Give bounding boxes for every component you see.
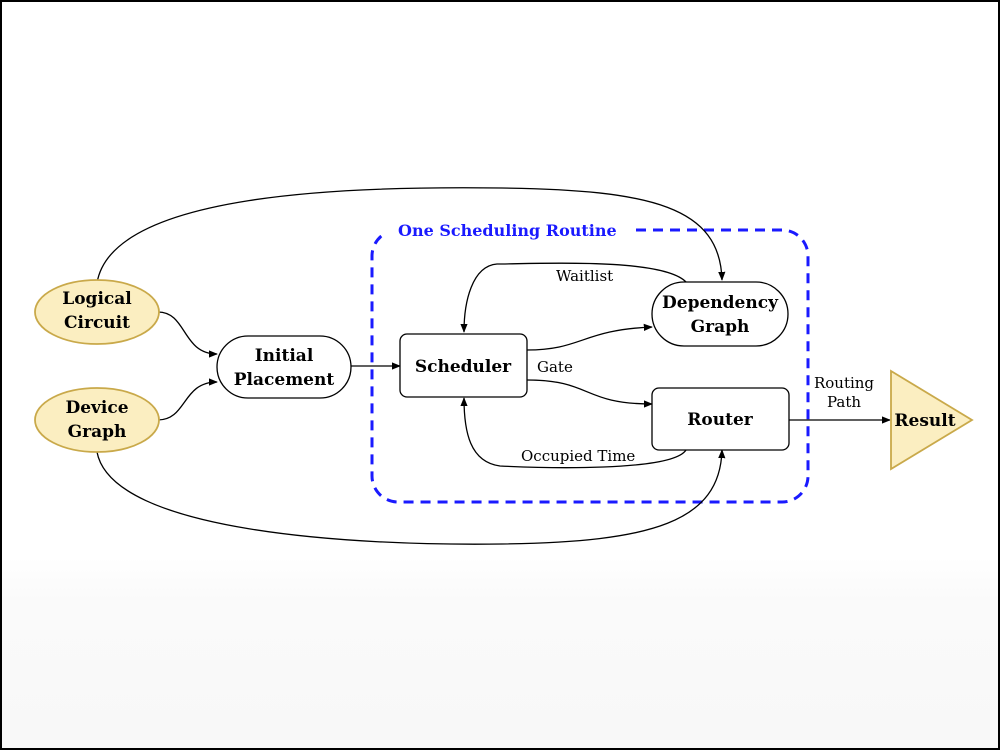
logical-circuit-line1: Logical [62, 289, 132, 309]
initial-placement-line2: Placement [234, 370, 335, 390]
edge-scheduler-to-dependency [526, 323, 653, 351]
node-logical-circuit [34, 279, 160, 345]
node-initial-placement [216, 335, 352, 399]
edge-occupied-time [460, 397, 687, 469]
device-graph-line2: Graph [68, 422, 127, 442]
node-scheduler [399, 333, 528, 398]
node-router [651, 387, 790, 451]
node-dependency-graph [651, 281, 789, 347]
router-label: Router [687, 410, 753, 430]
dependency-graph-line1: Dependency [662, 293, 779, 313]
node-device-graph [34, 387, 160, 453]
label-path: Path [827, 393, 861, 411]
device-graph-line1: Device [65, 398, 128, 418]
edge-scheduler-to-router [526, 379, 653, 408]
scheduler-label: Scheduler [415, 357, 512, 377]
label-gate: Gate [537, 358, 573, 376]
label-occupied-time: Occupied Time [521, 447, 635, 465]
logical-circuit-line2: Circuit [64, 313, 130, 333]
group-title: One Scheduling Routine [398, 221, 617, 240]
node-result [890, 369, 974, 471]
edge-device-to-placement [157, 378, 218, 421]
edge-device-to-router [96, 449, 726, 545]
initial-placement-line1: Initial [255, 346, 314, 366]
label-routing: Routing [814, 374, 874, 392]
edge-logical-to-placement [157, 311, 218, 358]
edge-logical-to-dependency [96, 187, 726, 284]
dependency-graph-line2: Graph [691, 317, 750, 337]
group-title-backdrop [386, 218, 630, 242]
result-label: Result [894, 411, 955, 431]
label-waitlist: Waitlist [556, 267, 613, 285]
edge-waitlist [460, 262, 687, 333]
